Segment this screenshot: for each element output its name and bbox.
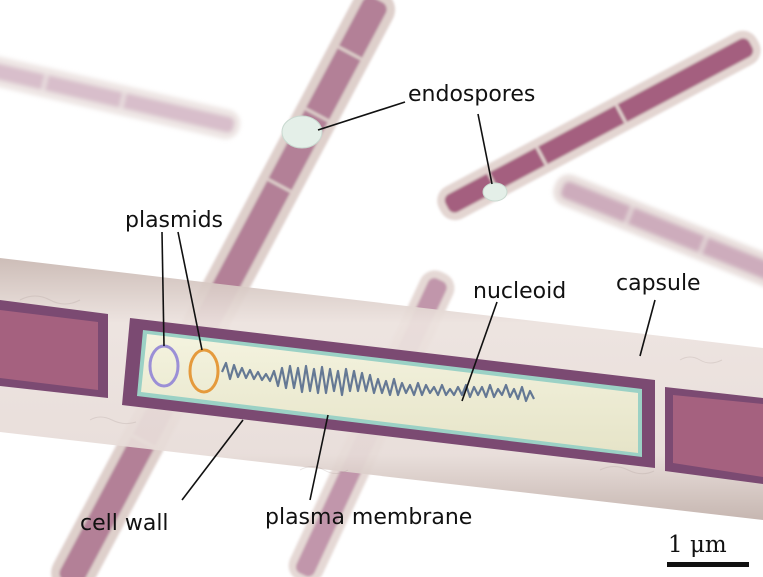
scale-bar-line bbox=[667, 562, 749, 567]
left-segment bbox=[0, 300, 108, 398]
label-cell-wall: cell wall bbox=[80, 511, 169, 536]
scale-bar: 1 μm bbox=[667, 532, 749, 567]
label-nucleoid: nucleoid bbox=[473, 279, 566, 304]
endospore-left bbox=[282, 116, 322, 148]
label-capsule: capsule bbox=[616, 271, 701, 296]
scale-bar-label: 1 μm bbox=[668, 532, 727, 558]
right-segment bbox=[665, 387, 763, 484]
label-plasma-membrane: plasma membrane bbox=[265, 505, 472, 530]
label-endospores: endospores bbox=[408, 82, 535, 107]
endospore-right bbox=[483, 183, 507, 201]
label-plasmids: plasmids bbox=[125, 208, 223, 233]
background-rod-top-left bbox=[0, 52, 243, 142]
